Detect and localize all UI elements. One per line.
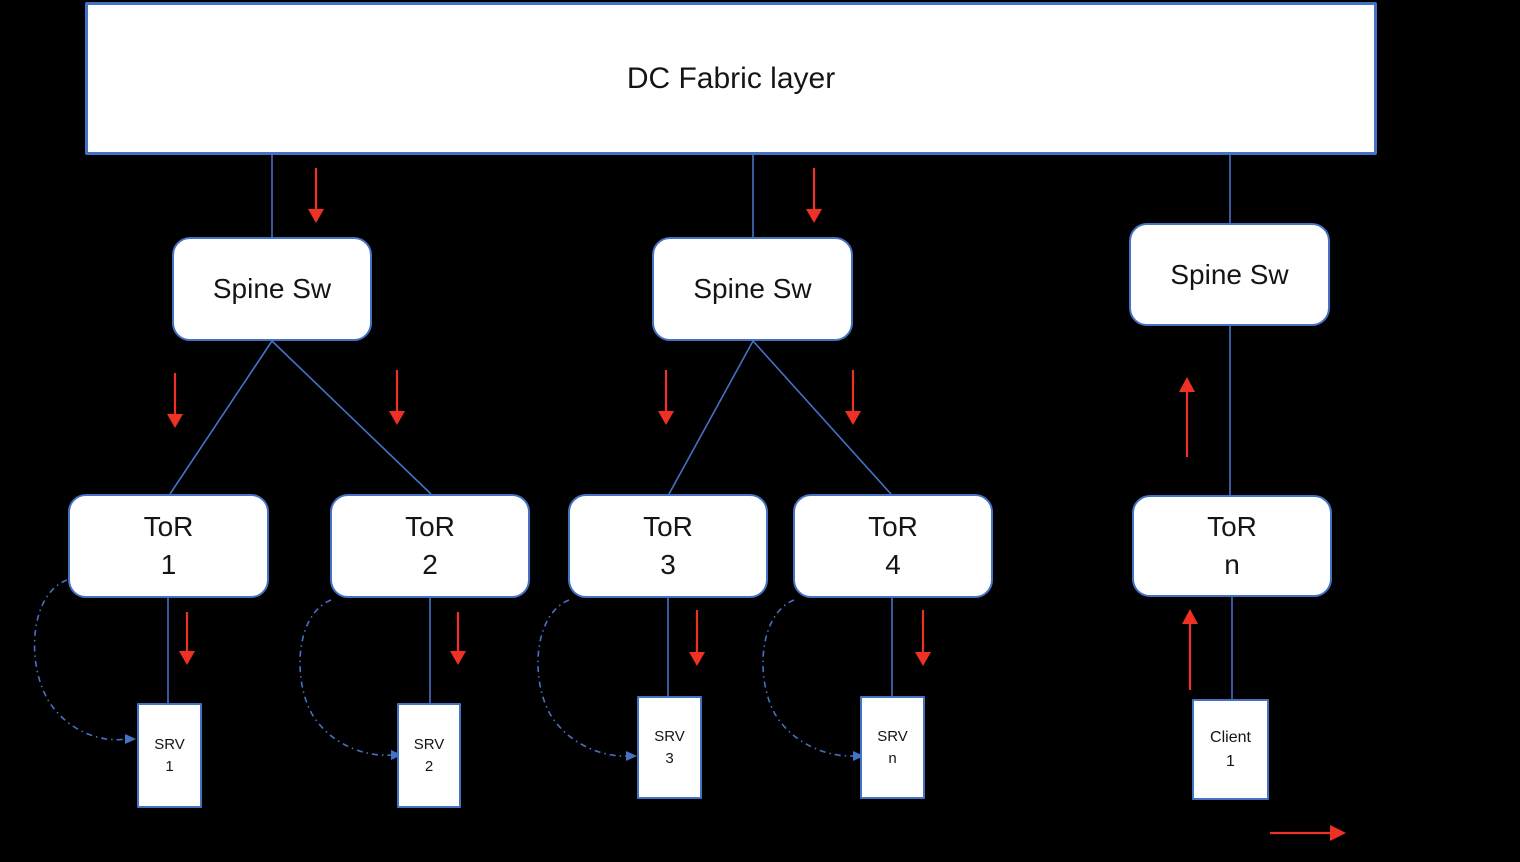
node-tor-2: ToR 2	[330, 494, 530, 598]
loop-arrowhead-icon	[853, 751, 864, 761]
tor-label: ToR	[868, 511, 918, 542]
loop-arrowhead-icon	[626, 751, 637, 761]
srv-label: SRV	[654, 727, 685, 745]
client-label: Client	[1210, 729, 1251, 747]
down-arrow-icon	[450, 612, 466, 665]
node-tor-1: ToR 1	[68, 494, 269, 598]
link-spine1-tor1	[169, 340, 273, 495]
loop-arrowhead-icon	[391, 750, 402, 760]
node-srv-3: SRV 3	[637, 696, 702, 799]
node-srv-2: SRV 2	[397, 703, 461, 808]
node-spine-sw-1: Spine Sw	[172, 237, 372, 341]
srv-number: n	[888, 749, 897, 767]
up-arrow-icon	[1182, 609, 1198, 690]
down-arrow-icon	[689, 610, 705, 666]
dc-fabric-label: DC Fabric layer	[626, 61, 836, 95]
srv-number: 3	[665, 749, 674, 767]
node-spine-sw-2: Spine Sw	[652, 237, 853, 341]
link-spine2-tor4	[752, 340, 892, 495]
tor-label: ToR	[143, 511, 194, 542]
srv-label: SRV	[413, 735, 445, 753]
loop-tor1-srv1	[33, 579, 127, 741]
node-client-1: Client 1	[1192, 699, 1269, 800]
down-arrow-icon	[915, 610, 931, 666]
right-arrow-icon	[1270, 825, 1346, 841]
node-srv-1: SRV 1	[137, 703, 202, 808]
node-tor-3: ToR 3	[568, 494, 768, 598]
tor-number: n	[1224, 549, 1240, 580]
loop-tor3-srv3	[537, 599, 628, 757]
tor-number: 1	[160, 549, 177, 580]
link-spine2-tor3	[668, 340, 754, 495]
link-spine1-tor2	[271, 340, 432, 495]
down-arrow-icon	[845, 370, 861, 425]
tor-label: ToR	[1207, 511, 1257, 542]
tor-number: 2	[422, 549, 438, 580]
srv-label: SRV	[154, 735, 185, 753]
loop-arrowhead-icon	[125, 734, 136, 744]
node-tor-4: ToR 4	[793, 494, 993, 598]
srv-number: 2	[424, 757, 434, 775]
spine-label: Spine Sw	[212, 273, 332, 304]
tor-number: 3	[660, 549, 676, 580]
tor-label: ToR	[643, 511, 693, 542]
down-arrow-icon	[806, 168, 822, 223]
down-arrow-icon	[658, 370, 674, 425]
tor-label: ToR	[405, 511, 455, 542]
spine-label: Spine Sw	[693, 273, 812, 304]
down-arrow-icon	[167, 373, 183, 428]
loop-tor4-srvn	[762, 599, 855, 757]
srv-label: SRV	[877, 727, 908, 745]
loop-tor2-srv2	[299, 599, 393, 756]
down-arrow-icon	[179, 612, 195, 665]
node-spine-sw-n: Spine Sw	[1129, 223, 1330, 326]
up-arrow-icon	[1179, 377, 1195, 457]
srv-number: 1	[165, 757, 174, 775]
node-tor-n: ToR n	[1132, 495, 1332, 597]
node-dc-fabric-layer: DC Fabric layer	[85, 2, 1377, 155]
down-arrow-icon	[389, 370, 405, 425]
tor-number: 4	[885, 549, 901, 580]
down-arrow-icon	[308, 168, 324, 223]
node-srv-n: SRV n	[860, 696, 925, 799]
client-number: 1	[1226, 752, 1235, 770]
spine-label: Spine Sw	[1170, 258, 1289, 290]
